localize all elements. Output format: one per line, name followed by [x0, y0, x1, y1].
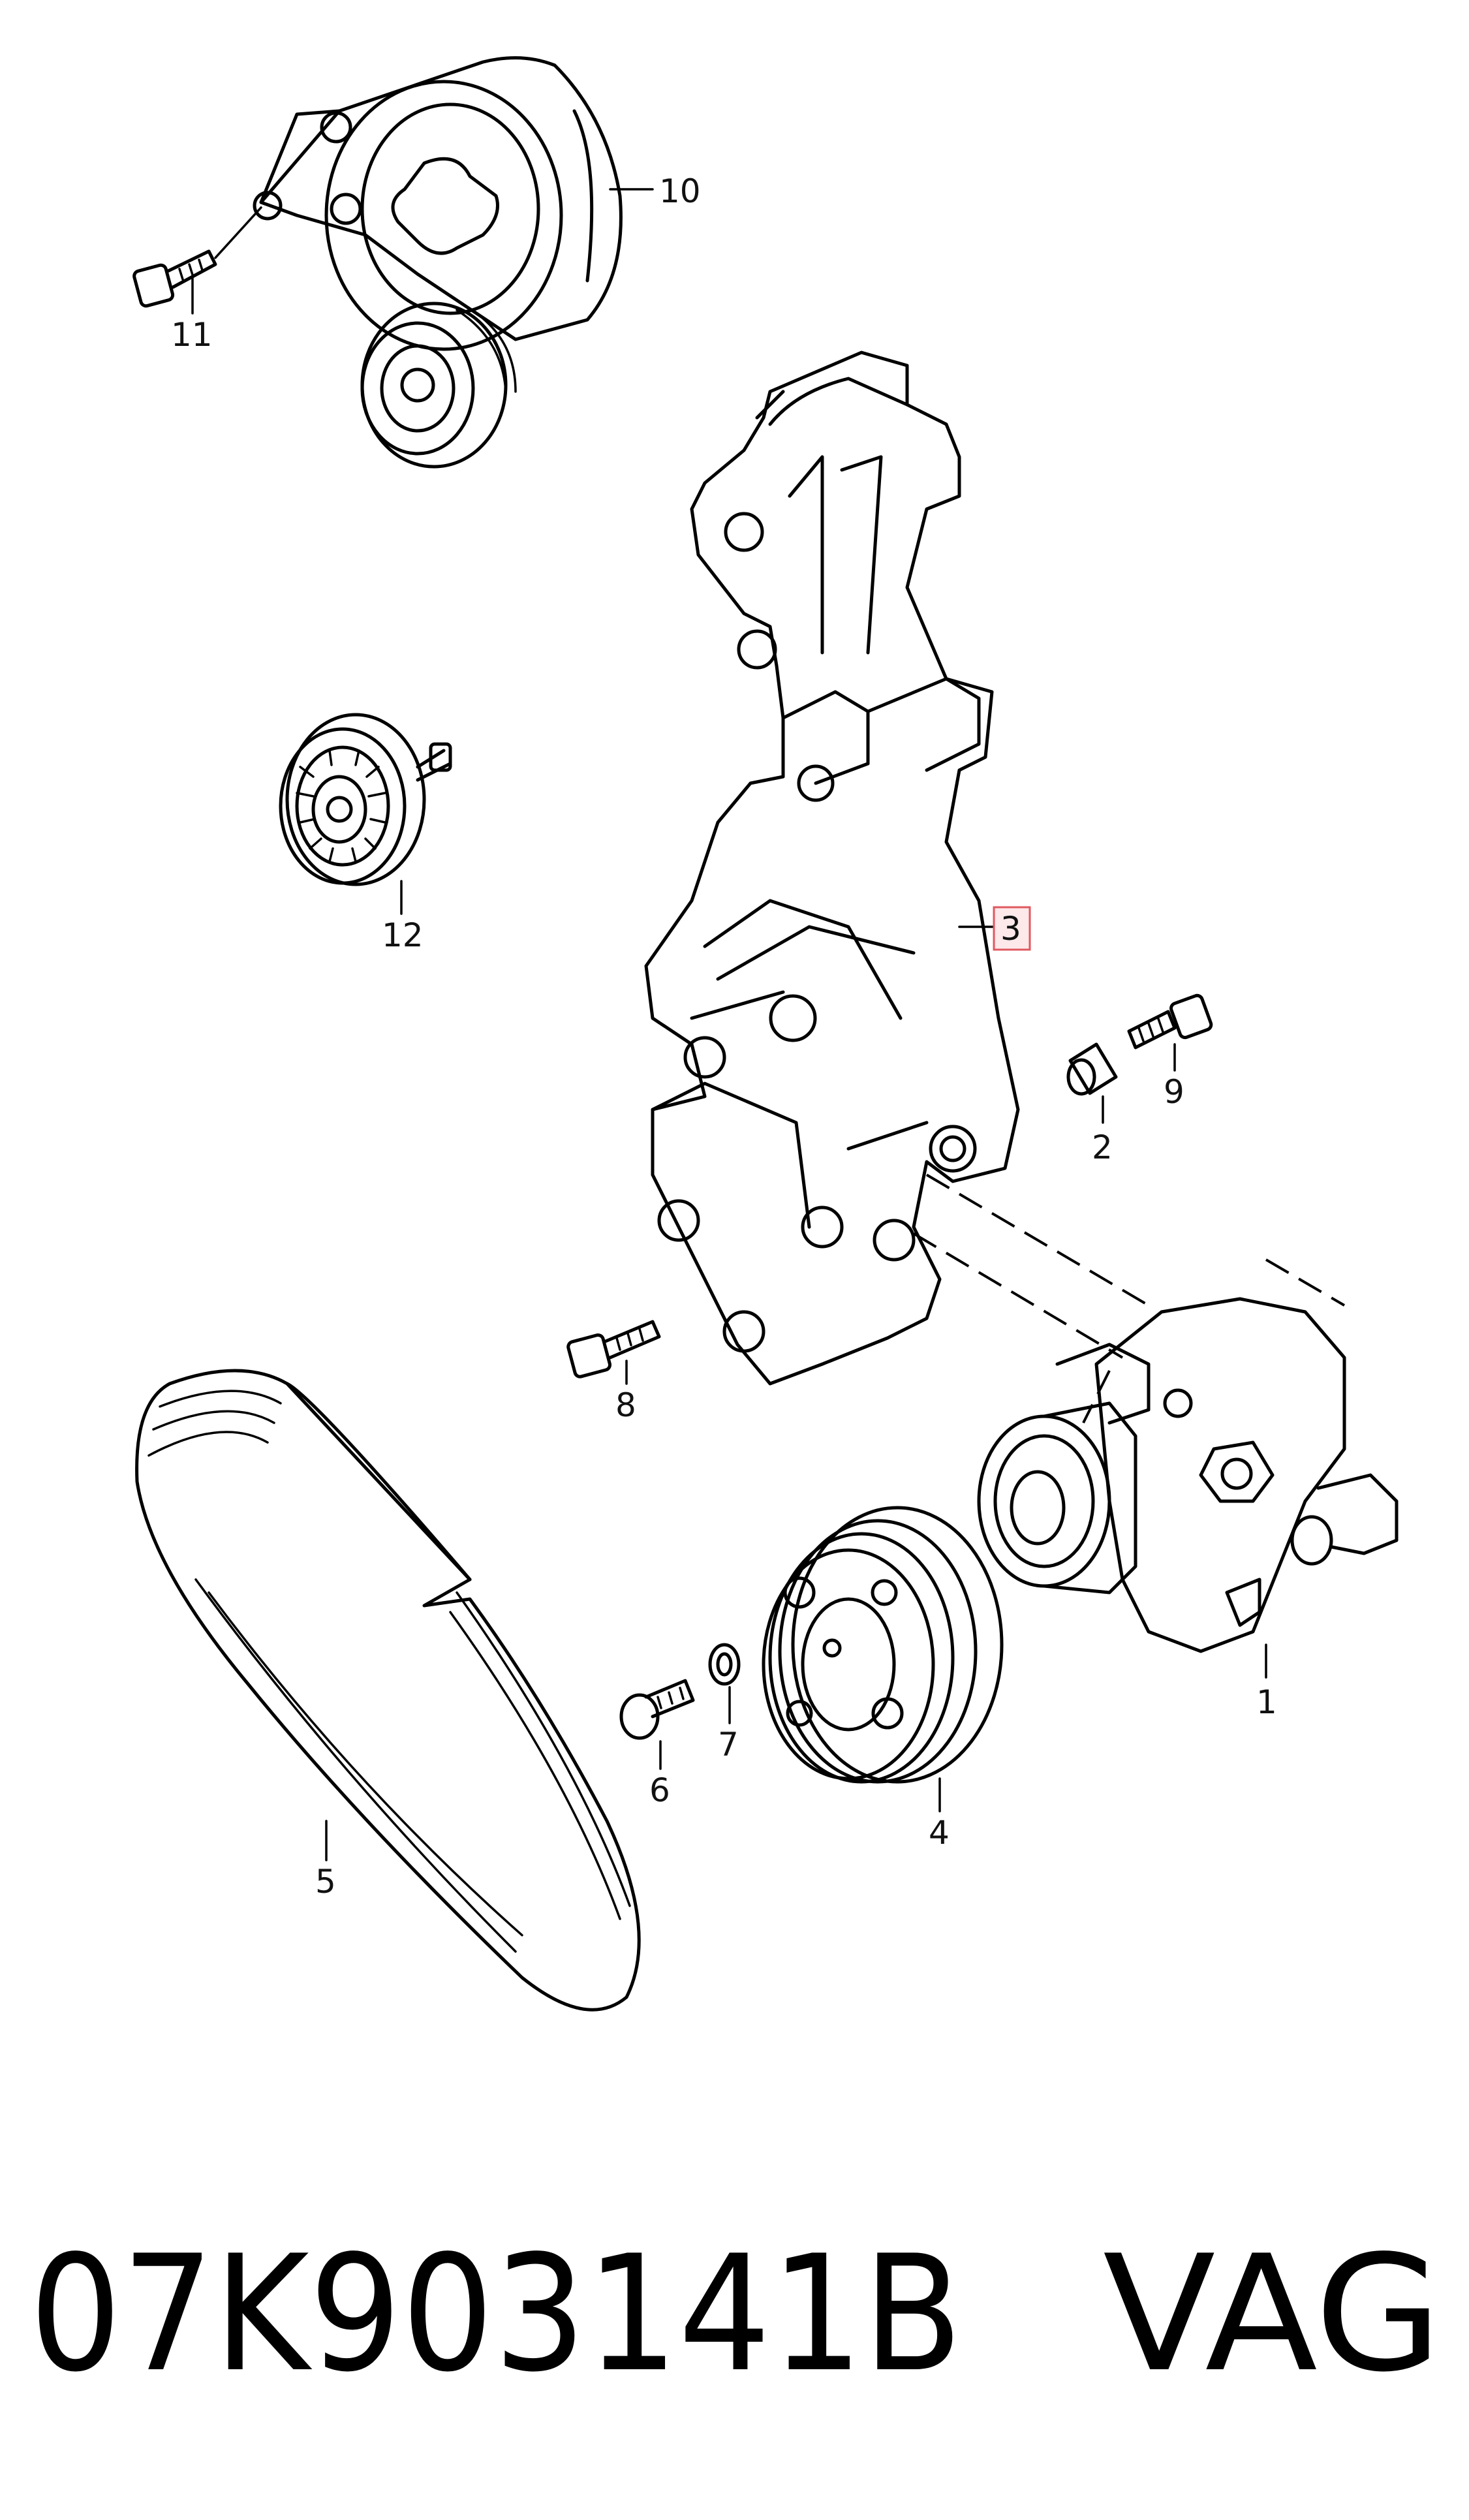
callout-9: 9	[1164, 1073, 1184, 1111]
sleeve-2	[1066, 1042, 1118, 1124]
power-steering-pump	[977, 1297, 1399, 1679]
brand-name: VAG	[1103, 2221, 1442, 2407]
alignment-lines	[912, 1174, 1346, 1423]
callout-3-highlight	[993, 906, 1031, 951]
callout-8: 8	[615, 1386, 636, 1424]
drive-belt	[135, 1369, 641, 2012]
bolt-8	[566, 1320, 661, 1385]
idler-pulley	[279, 713, 452, 886]
washer-7	[708, 1643, 741, 1724]
callout-labels: 10 11 12 3 2 9 8 1 7 6 4 5	[171, 172, 1277, 1901]
callout-2: 2	[1092, 1128, 1113, 1166]
bolt-6	[619, 1679, 695, 1770]
callout-6: 6	[649, 1771, 670, 1809]
callout-1: 1	[1256, 1683, 1277, 1721]
callout-5: 5	[315, 1863, 336, 1901]
callout-12: 12	[382, 916, 424, 954]
pump-pulley	[762, 1506, 1004, 1812]
footer: 07K903141B VAG	[29, 2221, 1442, 2407]
bolt-9	[1127, 993, 1213, 1072]
callout-10: 10	[659, 172, 701, 210]
belt-tensioner-assembly	[253, 56, 623, 469]
part-number: 07K903141B	[29, 2221, 963, 2407]
callout-7: 7	[718, 1726, 739, 1764]
callout-3: 3	[1000, 910, 1021, 948]
bracket	[644, 350, 1020, 1386]
callout-11: 11	[171, 316, 213, 354]
callout-leaders	[191, 188, 1000, 928]
callout-4: 4	[929, 1814, 950, 1852]
bolt-11	[132, 206, 262, 308]
